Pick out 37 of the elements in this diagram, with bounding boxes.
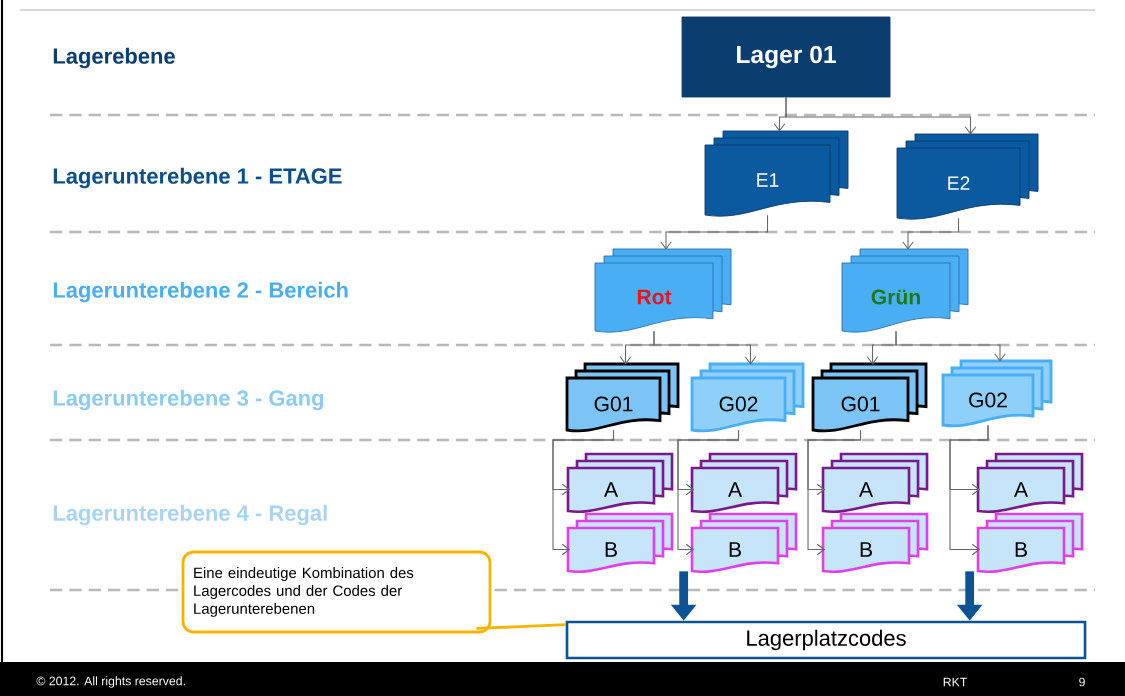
result-box: Lagerplatzcodes [565, 620, 1087, 660]
callout: Eine eindeutige Kombination des Lagercodes und der Codes der Lagerunterebenen [181, 550, 492, 634]
level-label: Lagerunterebene 3 - Gang [53, 389, 324, 411]
document-stack: B [566, 512, 674, 573]
document-stack: B [690, 512, 798, 573]
level-label: Lagerebene [53, 47, 175, 69]
arrow [677, 429, 740, 556]
document-stack: A [821, 452, 929, 513]
arrow [660, 214, 769, 250]
arrow [552, 429, 615, 556]
document-stack: Grün [841, 248, 969, 333]
arrow [949, 424, 989, 556]
document-stack: A [566, 452, 674, 513]
footer-text: RKT [943, 677, 967, 687]
footer-text: 9 [1079, 677, 1085, 687]
document-stack: E1 [704, 130, 849, 217]
document-stack: B [821, 512, 929, 573]
level-label: Lagerunterebene 4 - Regal [53, 504, 327, 526]
document-stack: G01 [565, 362, 680, 433]
document-stack: A [976, 452, 1084, 513]
document-stack: G02 [941, 359, 1053, 428]
document-stack: A [690, 452, 798, 513]
document-stack: G01 [811, 362, 928, 433]
callout-tail [476, 623, 566, 630]
document-stack: Rot [594, 248, 732, 333]
document-stack: B [976, 512, 1084, 573]
footer-text: © 2012. All rights reserved. [36, 676, 185, 688]
arrow [785, 96, 977, 135]
document-stack: G02 [690, 362, 805, 433]
arrow [807, 429, 862, 556]
document-stack: E2 [896, 133, 1039, 220]
level-label: Lagerunterebene 1 - ETAGE [53, 167, 342, 189]
level-label: Lagerunterebene 2 - Bereich [53, 281, 348, 303]
arrow [902, 217, 960, 250]
title-box: Lager 01 [681, 16, 891, 98]
arrow [895, 330, 1006, 362]
arrow [653, 330, 757, 365]
